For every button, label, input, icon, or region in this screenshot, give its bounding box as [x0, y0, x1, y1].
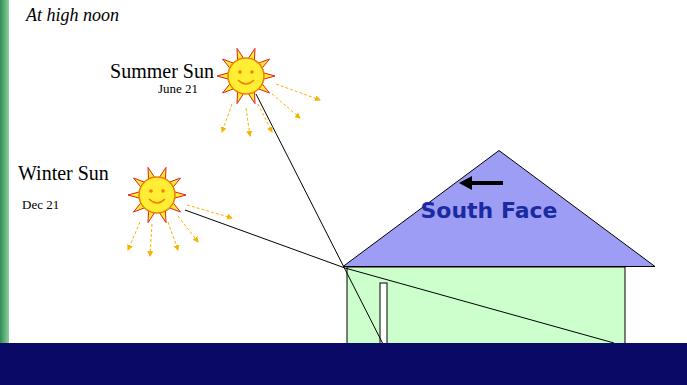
- sun-icon: [217, 48, 320, 136]
- date-label: Dec 21: [22, 198, 59, 212]
- sun-icon: [128, 167, 232, 256]
- roof-label: South Face: [420, 198, 557, 223]
- roof-triangle: South Face: [343, 150, 655, 267]
- direction-arrow: [471, 181, 503, 185]
- date-label: June 21: [158, 82, 198, 96]
- winter-sun-line-inside: [345, 268, 614, 343]
- summer-sun-line: [256, 94, 385, 348]
- winter-sun-line: [185, 210, 345, 268]
- title: At high noon: [26, 6, 119, 26]
- bottom-band: [0, 343, 687, 385]
- sun-label: Summer Sun: [110, 60, 214, 82]
- sun-label: Winter Sun: [18, 162, 109, 184]
- side-strip: [0, 0, 9, 385]
- direction-arrowhead: [459, 176, 472, 190]
